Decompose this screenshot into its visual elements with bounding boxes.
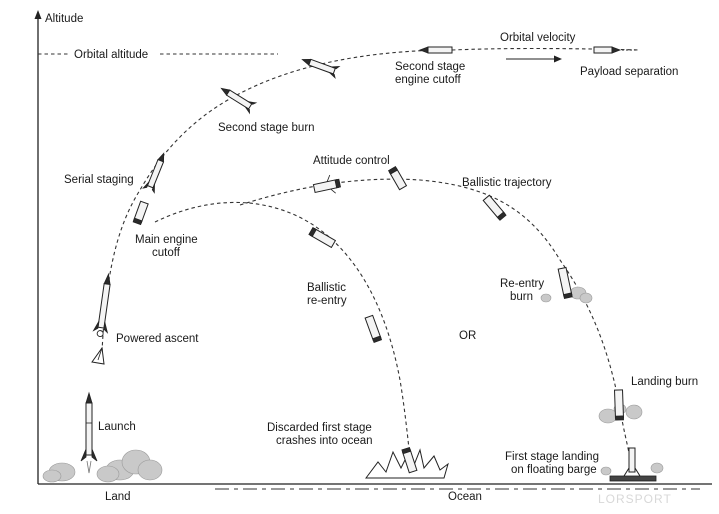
second-stage-cutoff-label-2: engine cutoff: [395, 74, 461, 86]
ballistic-trajectory-label: Ballistic trajectory: [462, 177, 552, 189]
launch-label: Launch: [98, 421, 136, 433]
ballistic-reentry-label-2: re-entry: [307, 295, 347, 307]
powered-ascent-label: Powered ascent: [116, 333, 199, 345]
landed-stage-icon: [623, 447, 641, 477]
landing-burn-stage-icon: [613, 389, 625, 421]
discarded-stage-label-1: Discarded first stage: [267, 422, 372, 434]
barge-smoke: [600, 462, 664, 476]
discarded-stage-label-2: crashes into ocean: [276, 435, 373, 447]
second-stage-burn-label: Second stage burn: [218, 122, 315, 134]
altitude-axis-label: Altitude: [45, 13, 83, 25]
main-engine-cutoff-label-1: Main engine: [135, 234, 198, 246]
main-engine-cutoff-label-2: cutoff: [152, 247, 181, 259]
attitude-control-label: Attitude control: [313, 155, 390, 167]
second-stage-cutoff-label-1: Second stage: [395, 61, 465, 73]
or-label: OR: [459, 330, 476, 342]
serial-staging-rocket-icon: [142, 152, 165, 194]
ballistic-landing-trajectory: [239, 178, 633, 469]
land-label: Land: [105, 491, 131, 503]
crash-splash-icon: [365, 446, 449, 479]
ballistic-reentry-label-1: Ballistic: [307, 282, 346, 294]
reentry-burn-stage-icon: [557, 266, 573, 299]
ballistic-trajectory-stage-icon: [482, 194, 507, 221]
powered-ascent-rocket-icon: [92, 272, 111, 338]
launch-smoke: [42, 449, 163, 483]
orbital-altitude-label: Orbital altitude: [74, 49, 148, 61]
altitude-axis: [34, 10, 42, 484]
reentry-burn-label-2: burn: [510, 291, 533, 303]
ballistic-reentry-stage-1-icon: [308, 226, 337, 249]
barge-landing-label-2: on floating barge: [511, 464, 597, 476]
orbital-velocity-arrow-icon: [506, 55, 562, 63]
ballistic-reentry-stage-2-icon: [364, 314, 383, 344]
attitude-control-stage-2-icon: [387, 166, 408, 191]
ocean-label: Ocean: [448, 491, 482, 503]
barge-landing-label-1: First stage landing: [505, 451, 599, 463]
payload-icon: [593, 46, 636, 54]
orbital-velocity-label: Orbital velocity: [500, 32, 576, 44]
attitude-control-stage-1-icon: [312, 174, 342, 194]
landing-burn-label: Landing burn: [631, 376, 698, 388]
serial-staging-label: Serial staging: [64, 174, 134, 186]
reentry-burn-label-1: Re-entry: [500, 278, 544, 290]
separated-first-stage-icon: [132, 200, 149, 226]
launch-rocket-icon: [80, 391, 98, 474]
second-stage-cutoff-rocket-icon: [418, 46, 453, 54]
watermark: LORSPORT: [598, 492, 672, 506]
axis-arrow-icon: [34, 10, 42, 19]
reentry-burn-smoke: [540, 286, 593, 304]
ascent-trajectory: [101, 49, 441, 353]
second-stage-rocket-2-icon: [301, 58, 341, 79]
second-stage-rocket-1-icon: [220, 87, 258, 115]
ground-line: [38, 483, 712, 490]
floating-barge-icon: [609, 475, 657, 482]
ascent-arrow-icon: [91, 346, 105, 365]
payload-separation-label: Payload separation: [580, 66, 678, 78]
